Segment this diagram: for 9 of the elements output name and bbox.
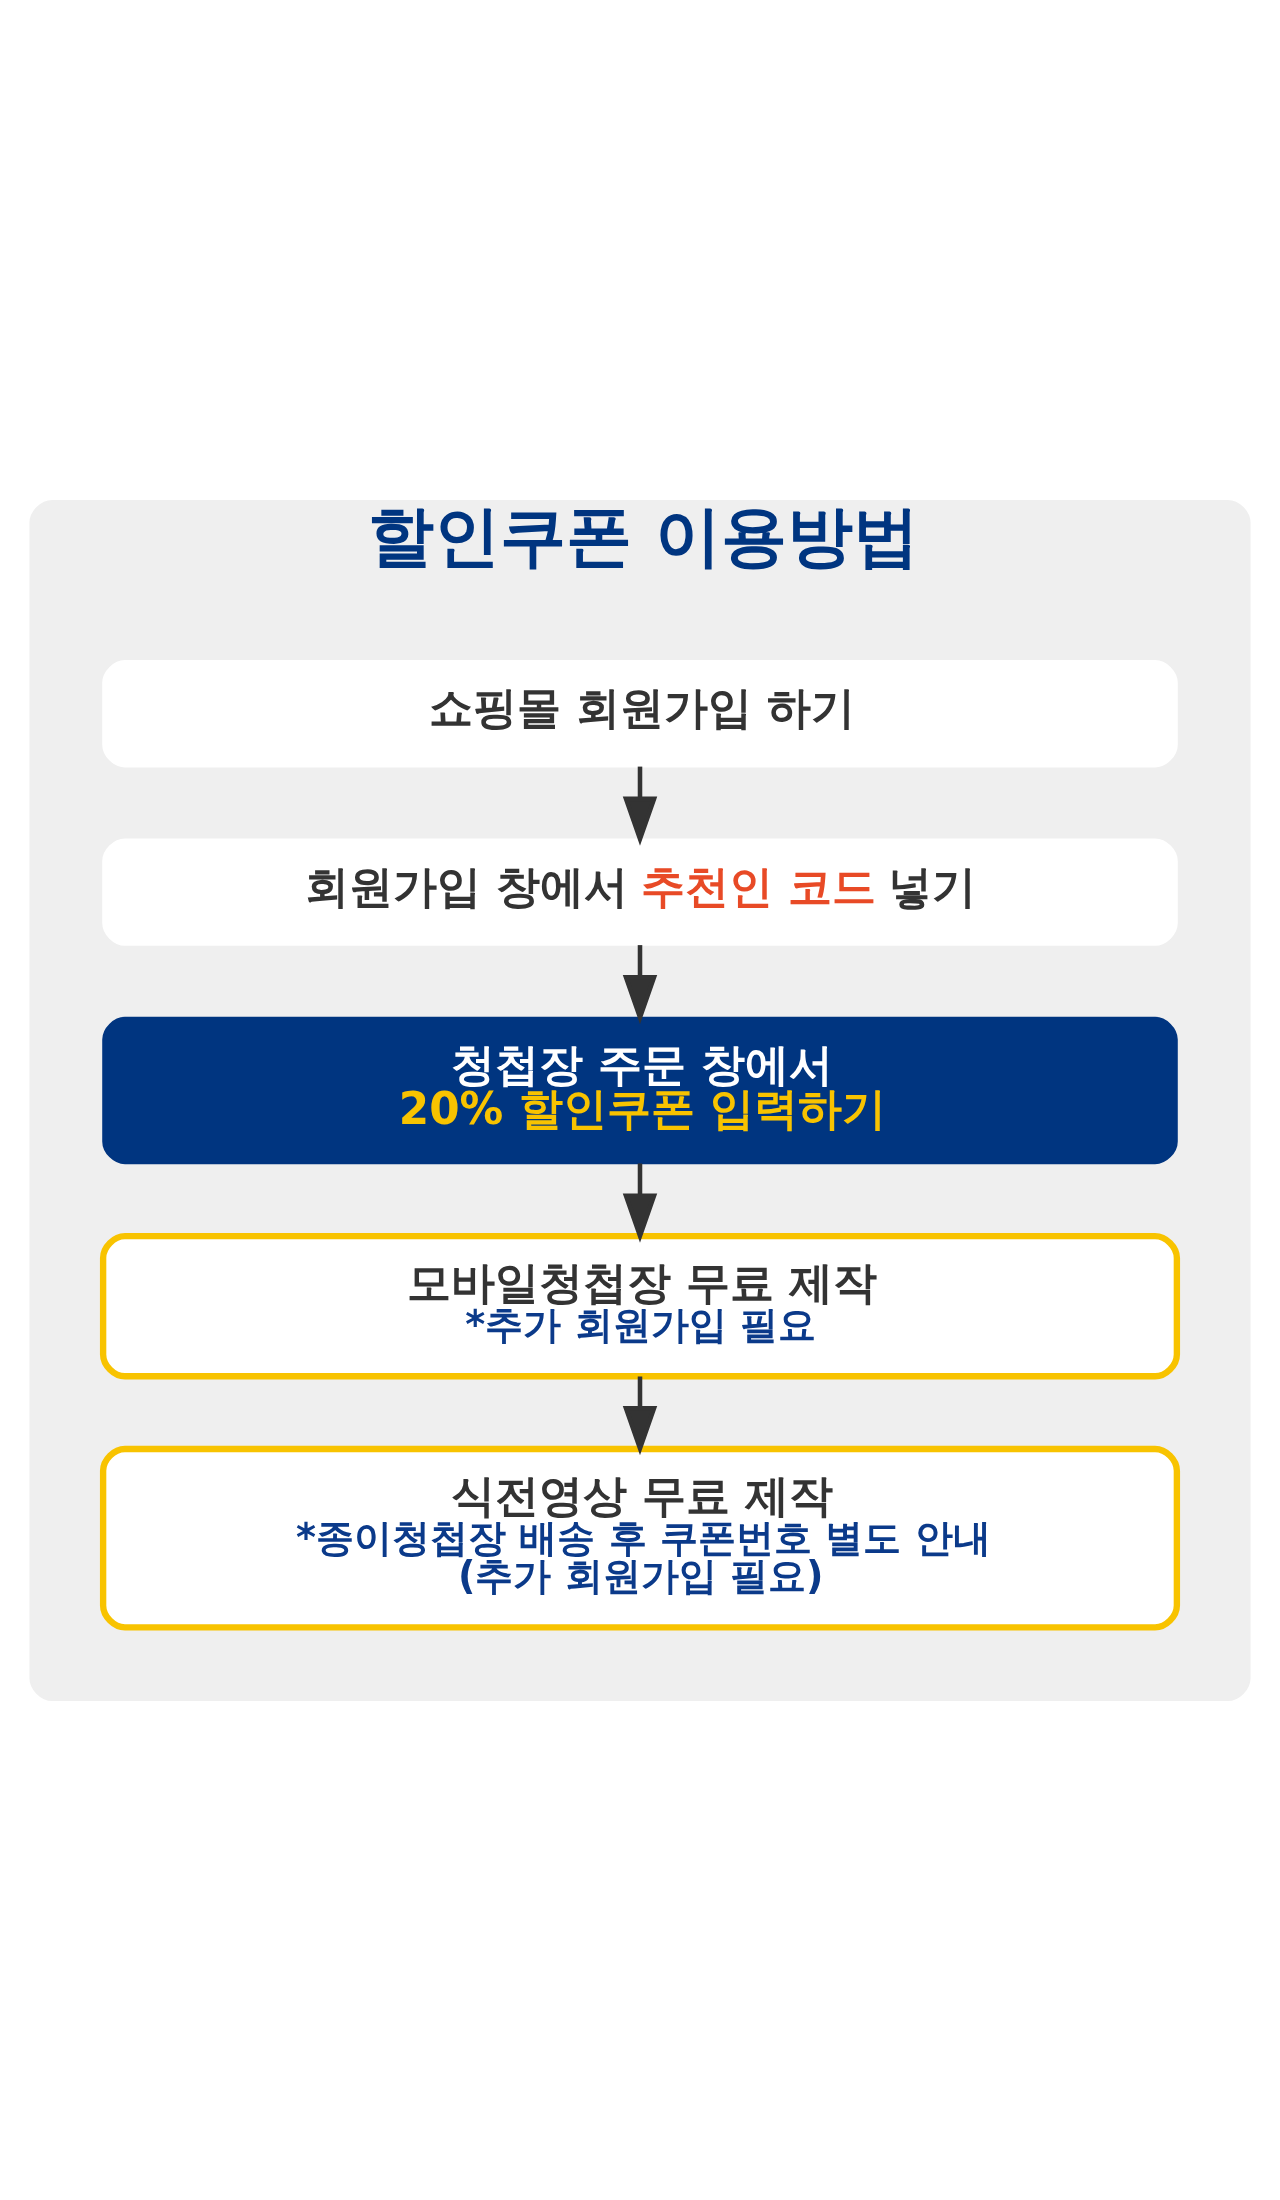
arrow [622, 766, 658, 846]
arrow [622, 1376, 658, 1455]
node-box: 회원가입 창에서 추천인 코드 넣기 [102, 837, 1178, 946]
node-box: 모바일청첩장 무료 제작 *추가 회원가입 필요 [99, 1232, 1181, 1379]
node-box: 청첩장 주문 창에서 20% 할인쿠폰 입력하기 [102, 1016, 1178, 1164]
node-box: 식전영상 무료 제작 *종이청첩장 배송 후 쿠폰번호 별도 안내 (추가 회원가입 필요) [99, 1445, 1181, 1631]
arrow [622, 1163, 658, 1243]
node-box: 쇼핑몰 회원가입 하기 [102, 659, 1178, 767]
arrow [622, 944, 658, 1024]
